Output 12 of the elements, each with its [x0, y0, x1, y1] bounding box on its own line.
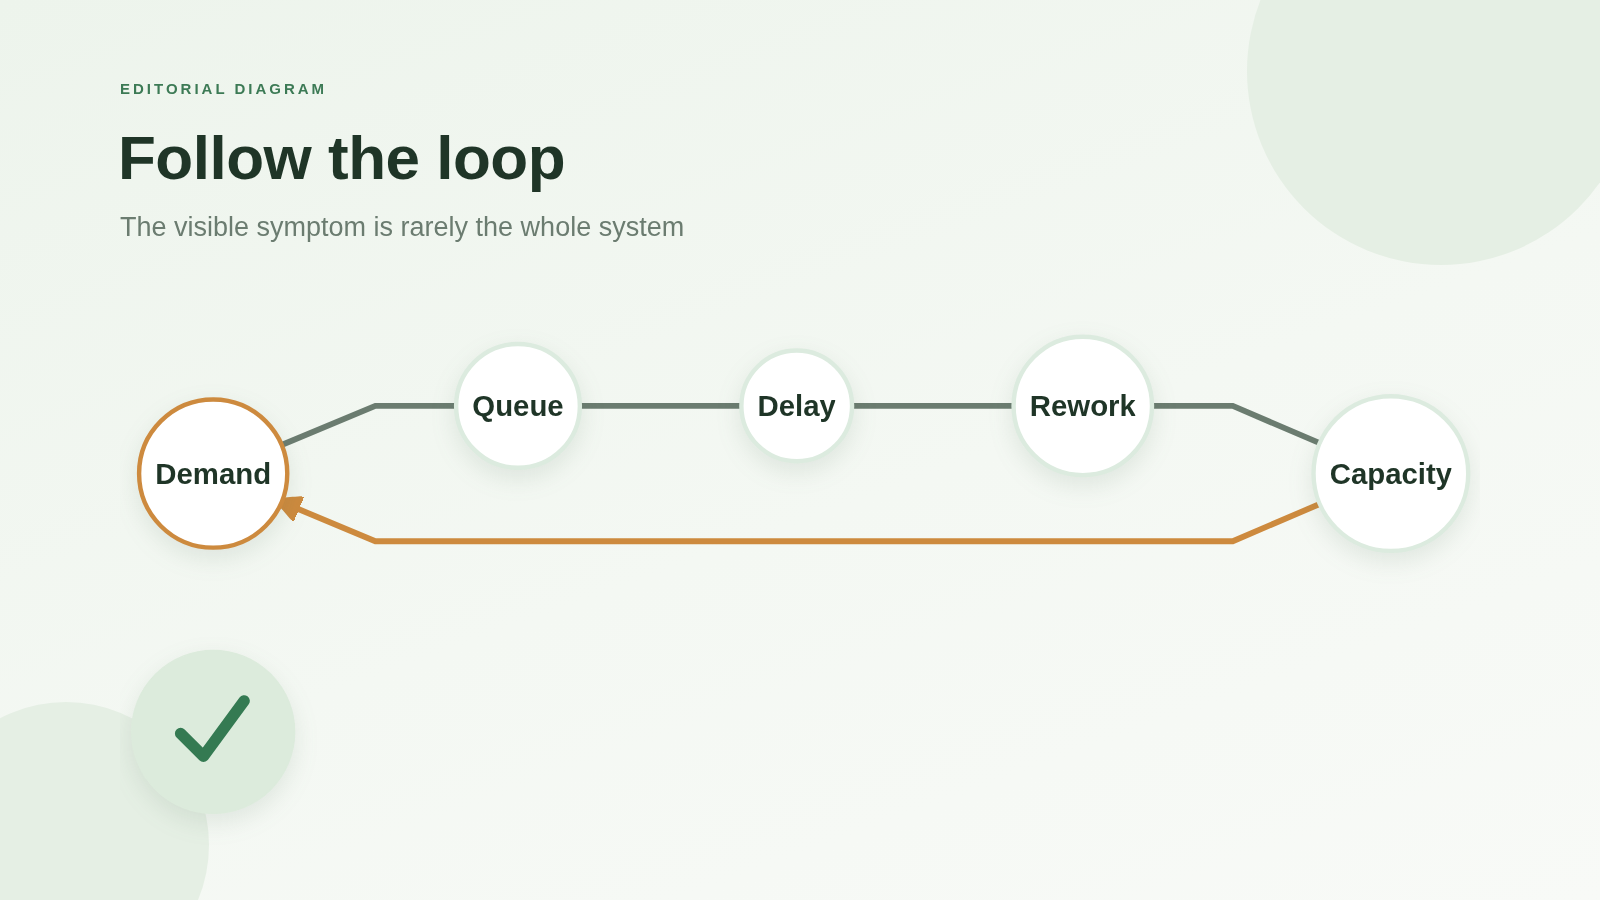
connector — [852, 402, 1014, 409]
node-circle: Capacity — [1311, 393, 1471, 554]
subtitle-text: The visible symptom is rarely the whole system — [120, 212, 685, 243]
connector — [280, 402, 457, 448]
node-circle: Rework — [1011, 334, 1155, 478]
node-circle: Demand — [136, 397, 290, 550]
title: Follow the loop — [118, 124, 566, 193]
node-circle: Delay — [739, 348, 855, 464]
kicker-text: EDITORIAL DIAGRAM — [120, 80, 328, 97]
node-circle — [131, 649, 296, 815]
node-circle: Queue — [453, 341, 583, 470]
connector — [579, 402, 742, 409]
